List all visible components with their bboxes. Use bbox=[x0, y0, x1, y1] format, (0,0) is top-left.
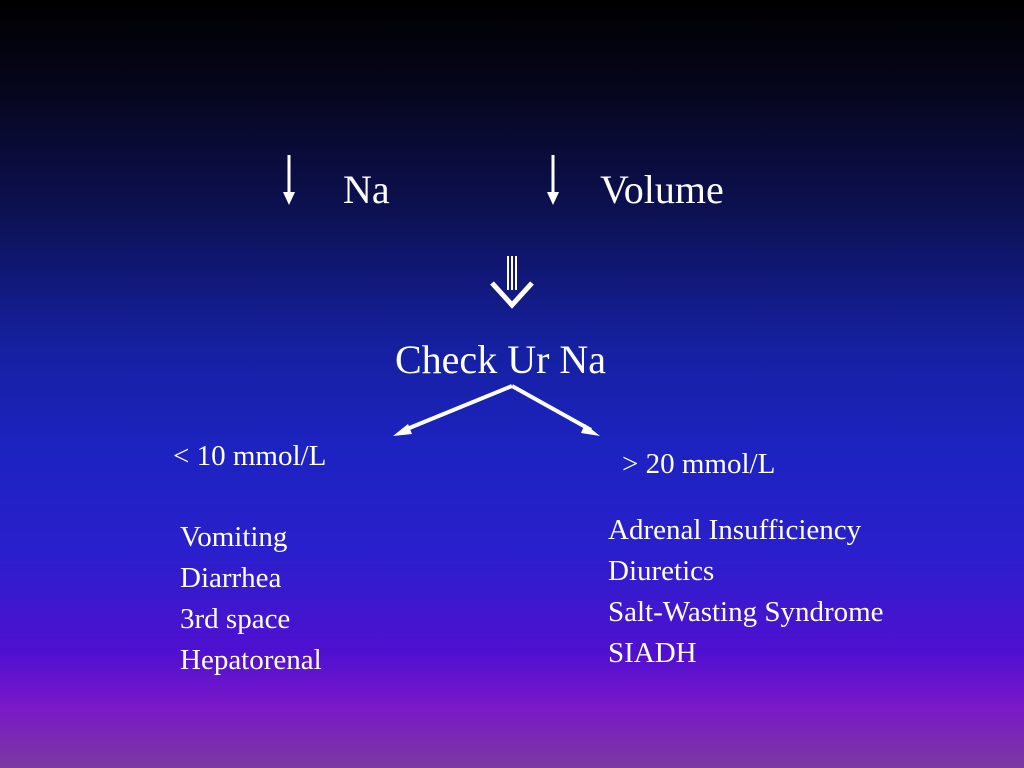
list-item: Salt-Wasting Syndrome bbox=[608, 596, 884, 628]
list-item: Diuretics bbox=[608, 555, 715, 587]
high-threshold-label: > 20 mmol/L bbox=[622, 448, 776, 480]
down-arrow-icon bbox=[283, 155, 295, 205]
check-urine-sodium-label: Check Ur Na bbox=[395, 337, 607, 382]
low-threshold-label: < 10 mmol/L bbox=[173, 440, 327, 472]
implies-arrow-icon bbox=[490, 256, 534, 309]
high-causes-list: Adrenal Insufficiency Diuretics Salt-Was… bbox=[608, 510, 884, 674]
branch-arrow-right-icon bbox=[511, 384, 600, 436]
low-causes-list: Vomiting Diarrhea 3rd space Hepatorenal bbox=[180, 517, 322, 681]
list-item: Vomiting bbox=[180, 521, 288, 553]
list-item: SIADH bbox=[608, 637, 697, 669]
volume-label: Volume bbox=[600, 167, 724, 212]
list-item: Adrenal Insufficiency bbox=[608, 514, 862, 546]
list-item: 3rd space bbox=[180, 603, 291, 635]
down-arrow-icon bbox=[547, 155, 559, 205]
branch-arrow-left-icon bbox=[393, 384, 513, 436]
list-item: Diarrhea bbox=[180, 562, 282, 594]
sodium-label: Na bbox=[343, 167, 390, 212]
list-item: Hepatorenal bbox=[180, 644, 322, 676]
